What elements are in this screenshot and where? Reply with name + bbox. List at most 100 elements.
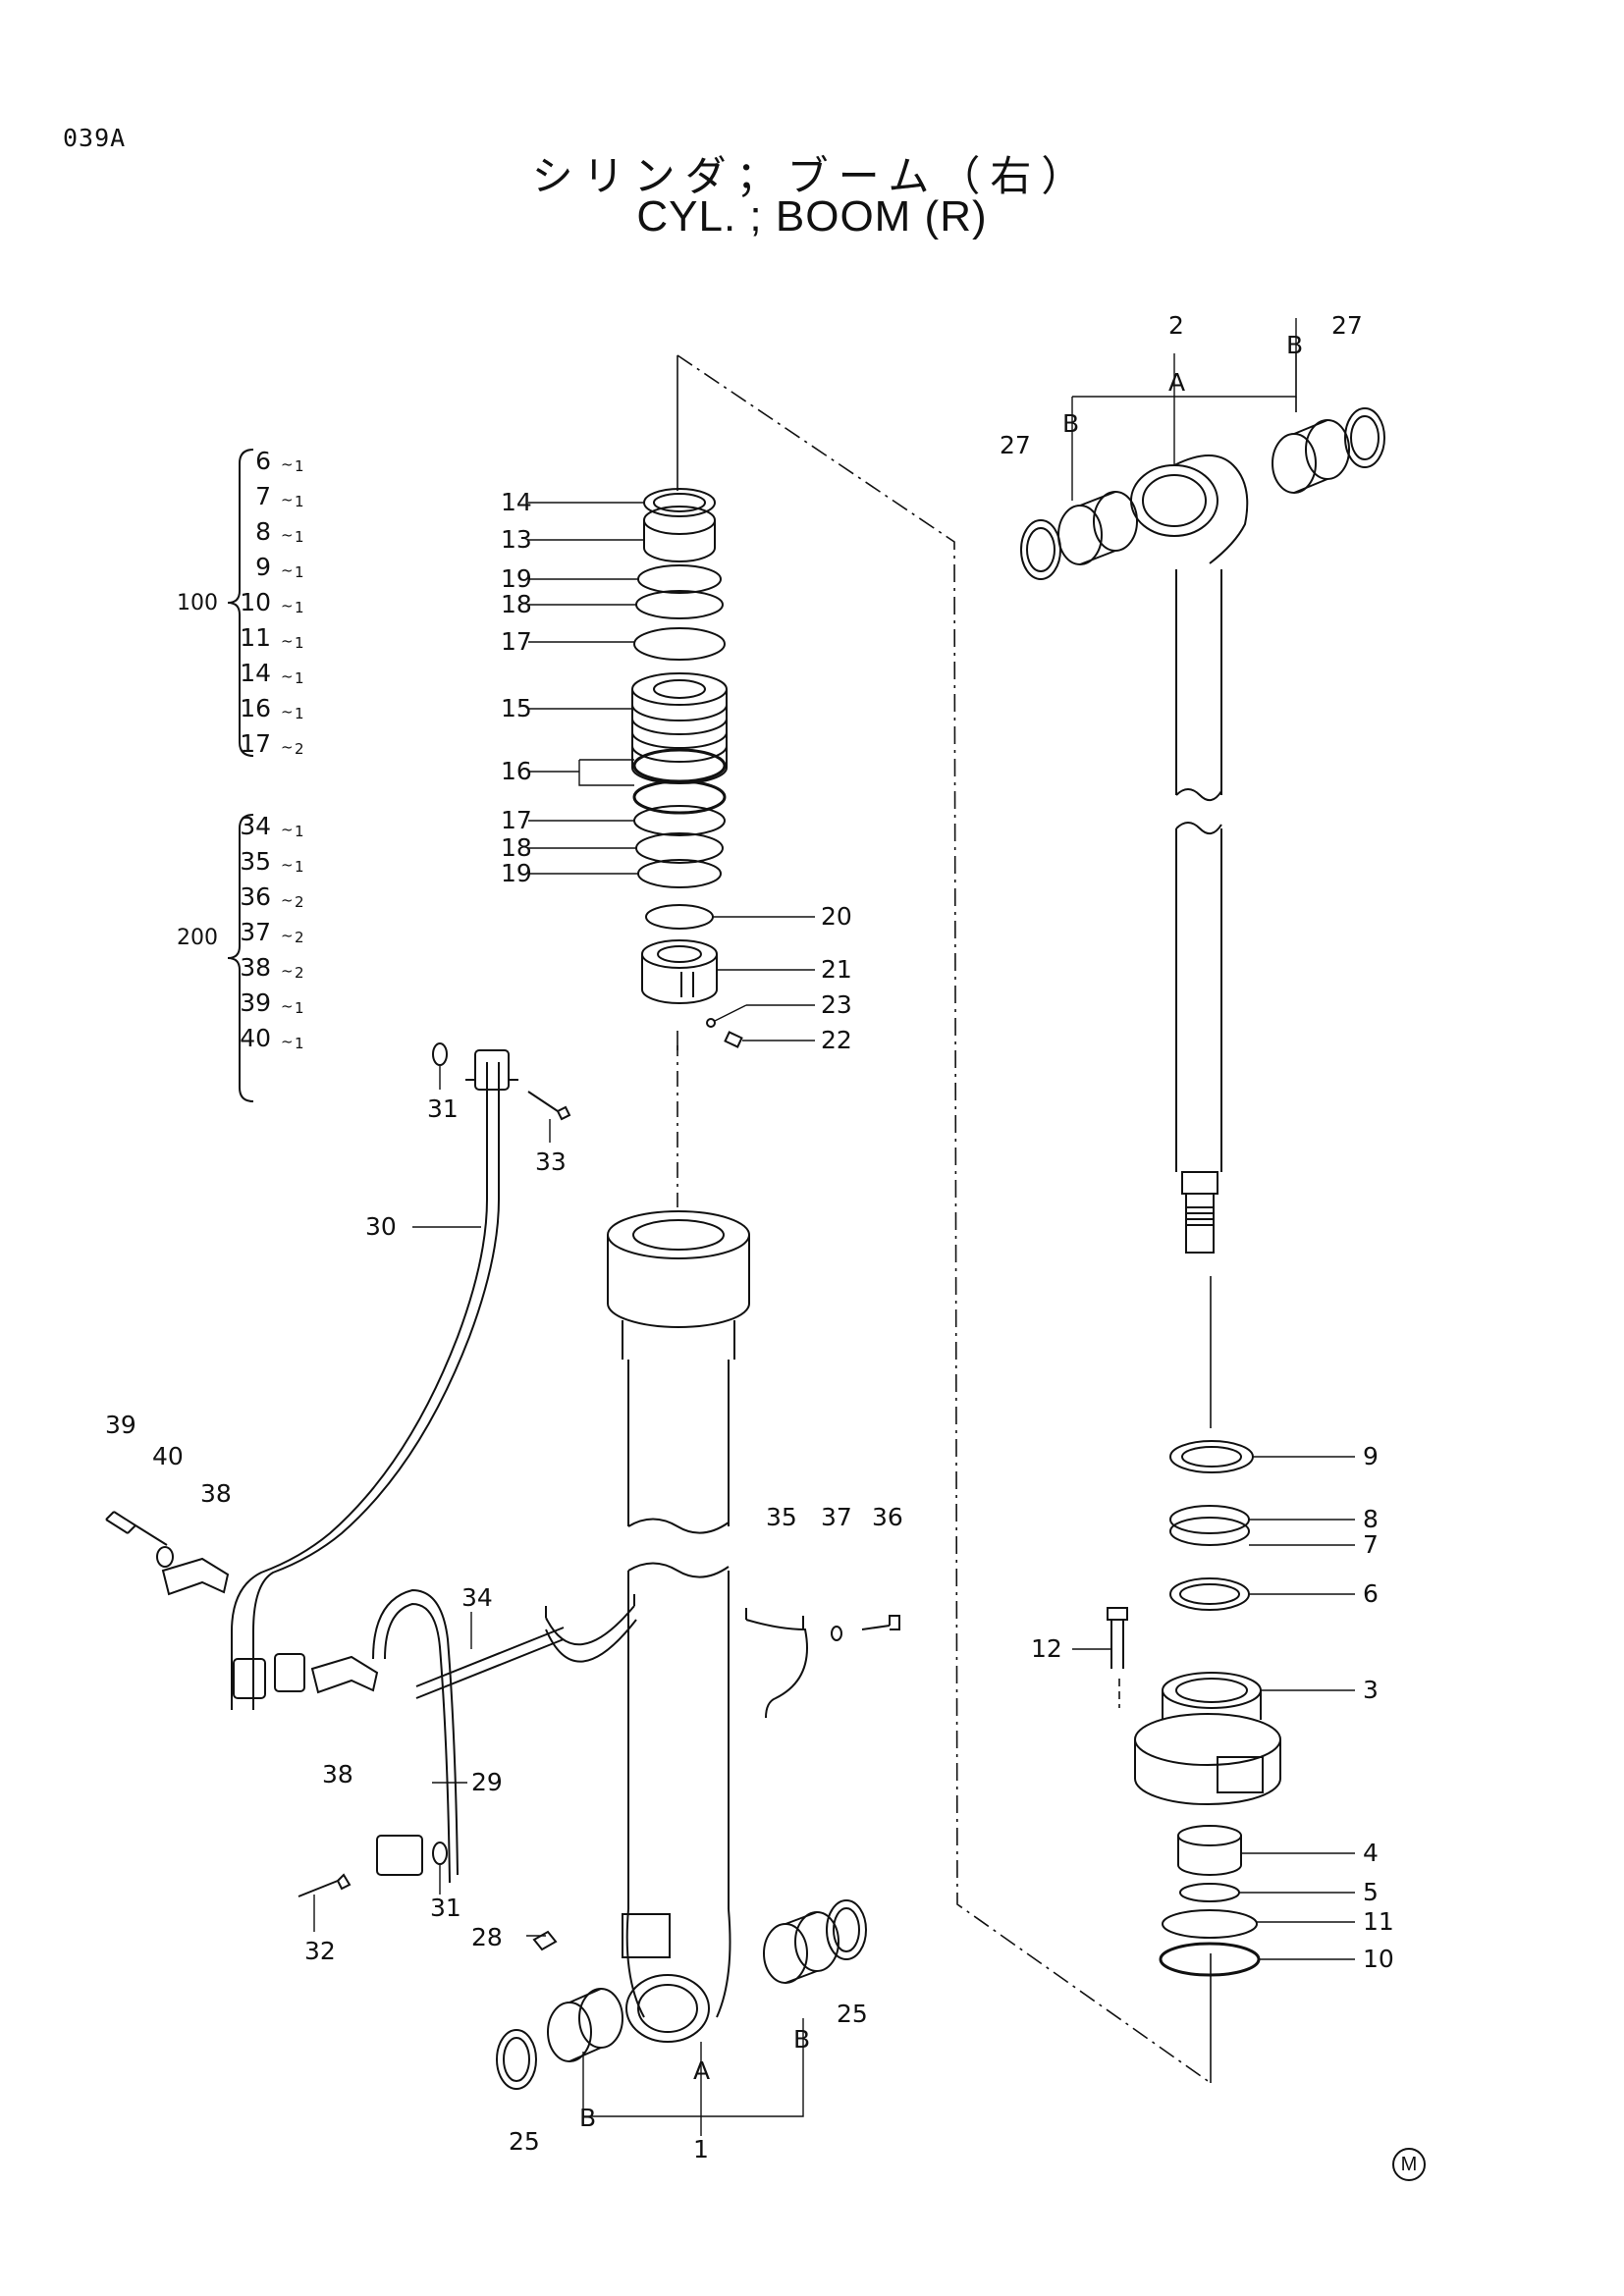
callout-3: 3	[1363, 1676, 1379, 1704]
callout-34: 34	[461, 1583, 493, 1612]
callout-31: 31	[430, 1894, 461, 1922]
kit-item-part: 37	[240, 918, 271, 946]
kit-item-qty: 1	[295, 705, 304, 722]
callout-bushing-b: B	[1062, 409, 1079, 438]
callout-7: 7	[1363, 1530, 1379, 1559]
kit-item-part: 11	[240, 623, 271, 652]
callout-labels: 14 13 19 18 17 15 16 17 18 19 20 21 23 2…	[105, 311, 1394, 2163]
callout-eye-a: A	[693, 2056, 710, 2085]
kit-item-qty: 1	[295, 823, 304, 840]
callout-eye-a: A	[1168, 368, 1185, 397]
kit-item-qty: 1	[295, 599, 304, 616]
callout-39: 39	[105, 1411, 136, 1439]
svg-text:~: ~	[281, 962, 294, 980]
callout-13: 13	[501, 525, 532, 554]
kit-item-qty: 2	[295, 893, 304, 911]
callout-17: 17	[501, 627, 532, 656]
svg-text:~: ~	[281, 738, 294, 756]
kit-item-qty: 1	[295, 493, 304, 510]
callout-19: 19	[501, 859, 532, 887]
kit-item-qty: 1	[295, 669, 304, 687]
callout-bushing-b: B	[579, 2104, 596, 2132]
kit-item-part: 14	[240, 659, 271, 687]
svg-text:~: ~	[281, 891, 294, 909]
kit-item-part: 8	[255, 517, 271, 546]
copyright-mark: M	[1392, 2148, 1426, 2181]
callout-5: 5	[1363, 1878, 1379, 1906]
callout-10: 10	[1363, 1945, 1394, 1973]
callout-14: 14	[501, 488, 532, 516]
kit-200-number: 200	[177, 926, 218, 950]
svg-text:~: ~	[281, 1033, 294, 1050]
callout-28: 28	[471, 1923, 503, 1951]
callout-17: 17	[501, 806, 532, 834]
callout-27: 27	[1331, 311, 1363, 340]
kit-item-qty: 2	[295, 740, 304, 758]
kit-item-part: 38	[240, 953, 271, 982]
callout-22: 22	[821, 1026, 852, 1054]
svg-text:~: ~	[281, 821, 294, 838]
callout-30: 30	[365, 1212, 397, 1241]
callout-40: 40	[152, 1442, 184, 1470]
svg-text:~: ~	[281, 667, 294, 685]
callout-32: 32	[304, 1937, 336, 1965]
kit-item-part: 36	[240, 882, 271, 911]
kit-100-items: 6 ~1 7 ~1 8 ~1 9 ~1 10 ~1 11 ~1 14 ~1 16…	[240, 447, 303, 758]
kit-100-list: 100	[177, 449, 254, 757]
callout-21: 21	[821, 955, 852, 984]
callout-bushing-b: B	[793, 2025, 810, 2054]
clamp-band	[415, 1594, 900, 1719]
callout-15: 15	[501, 694, 532, 722]
callout-4: 4	[1363, 1839, 1379, 1867]
callout-37: 37	[821, 1503, 852, 1531]
callout-12: 12	[1031, 1634, 1062, 1663]
svg-text:~: ~	[281, 997, 294, 1015]
callout-38: 38	[200, 1479, 232, 1508]
kit-item-qty: 1	[295, 858, 304, 876]
callout-1: 1	[693, 2135, 709, 2163]
kit-item-part: 34	[240, 812, 271, 840]
kit-item-part: 7	[255, 482, 271, 510]
kit-item-qty: 1	[295, 634, 304, 652]
callout-16: 16	[501, 757, 532, 785]
callout-11: 11	[1363, 1907, 1394, 1936]
kit-200-items: 34 ~1 35 ~1 36 ~2 37 ~2 38 ~2 39 ~1 40 ~…	[240, 812, 303, 1052]
kit-item-part: 17	[240, 729, 271, 758]
kit-item-part: 40	[240, 1024, 271, 1052]
cylinder-tube	[607, 1210, 750, 2043]
callout-31: 31	[427, 1095, 459, 1123]
callout-8: 8	[1363, 1505, 1379, 1533]
kit-item-part: 9	[255, 553, 271, 581]
kit-item-qty: 1	[295, 1035, 304, 1052]
callout-36: 36	[872, 1503, 903, 1531]
svg-text:~: ~	[281, 632, 294, 650]
page-code: 039A	[63, 124, 127, 152]
callout-20: 20	[821, 902, 852, 931]
callout-25: 25	[837, 2000, 868, 2028]
kit-item-qty: 1	[295, 528, 304, 546]
callout-bushing-b: B	[1286, 331, 1303, 359]
callout-33: 33	[535, 1148, 567, 1176]
kit-100-number: 100	[177, 591, 218, 615]
leader-lines	[313, 318, 1355, 2136]
kit-item-part: 16	[240, 694, 271, 722]
kit-item-qty: 2	[295, 964, 304, 982]
callout-29: 29	[471, 1768, 503, 1796]
page-title-english: CYL. ; BOOM (R)	[636, 192, 988, 240]
callout-9: 9	[1363, 1442, 1379, 1470]
svg-text:~: ~	[281, 455, 294, 473]
gland-seal-stack	[631, 488, 743, 1050]
kit-item-qty: 2	[295, 929, 304, 946]
kit-200-list: 200	[177, 814, 254, 1102]
svg-text:~: ~	[281, 491, 294, 508]
piston-rod	[1020, 407, 1385, 1254]
callout-23: 23	[821, 990, 852, 1019]
svg-text:~: ~	[281, 856, 294, 874]
piston-seal-stack	[1107, 1440, 1281, 1977]
callout-18: 18	[501, 590, 532, 618]
svg-text:~: ~	[281, 927, 294, 944]
bottom-pin-bushings	[496, 1899, 867, 2090]
svg-text:~: ~	[281, 597, 294, 614]
svg-text:~: ~	[281, 703, 294, 721]
